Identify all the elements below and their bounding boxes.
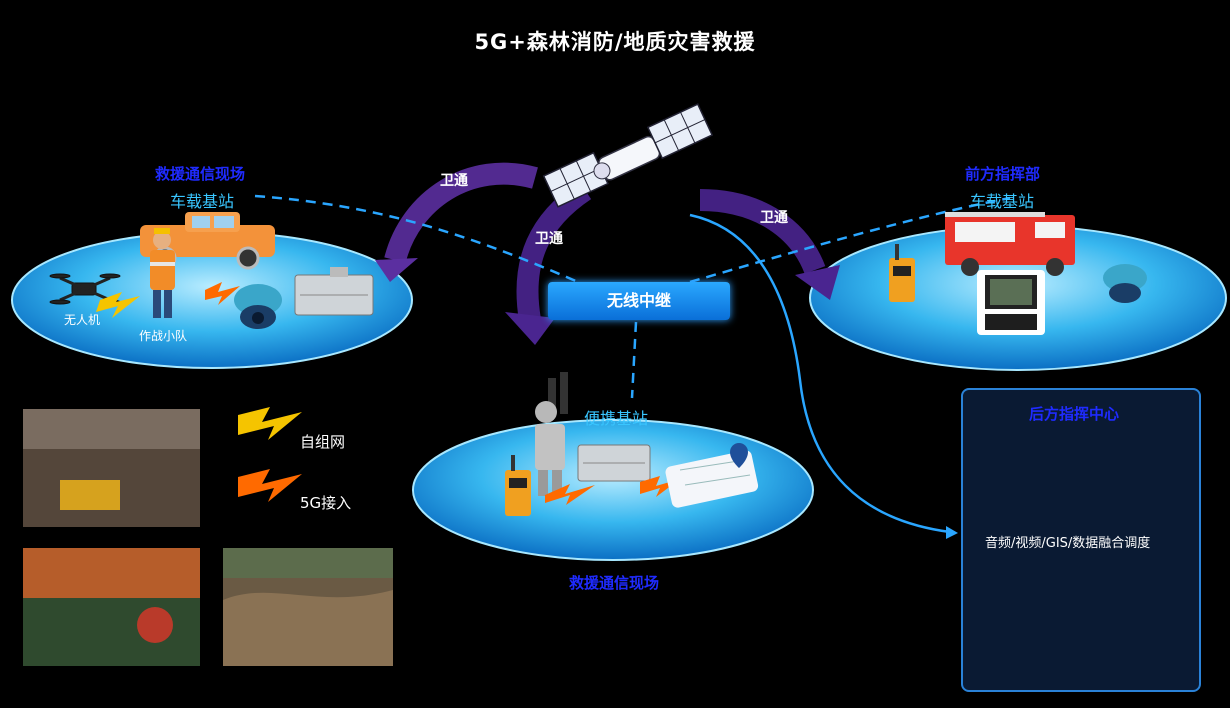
sat-link-right-label: 卫通 bbox=[760, 210, 788, 226]
camera-dome-icon-right bbox=[1103, 264, 1147, 303]
sat-to-hq-line bbox=[689, 213, 951, 534]
walkie-talkie-icon-right bbox=[889, 244, 915, 302]
hq-caption: 音频/视频/GIS/数据融合调度 bbox=[985, 536, 1151, 551]
right-site-subtitle: 车载基站 bbox=[970, 192, 1035, 211]
sat-link-middle-label: 卫通 bbox=[535, 231, 563, 247]
team-label: 作战小队 bbox=[139, 329, 188, 343]
sat-arc-left bbox=[384, 162, 538, 264]
drone-icon bbox=[49, 273, 121, 305]
pickup-truck-icon bbox=[140, 212, 275, 270]
photo-flood bbox=[223, 548, 393, 666]
base-station-box-bottom bbox=[577, 444, 651, 482]
portable-station-label: 便携基站 bbox=[584, 409, 649, 428]
soldier-with-backpack-icon bbox=[535, 372, 568, 496]
lightning-orange-bottom-1 bbox=[545, 484, 595, 505]
page-title: 5G+森林消防/地质灾害救援 bbox=[474, 30, 756, 54]
lightning-yellow-left bbox=[96, 292, 140, 318]
photo-forest-fire bbox=[23, 548, 200, 666]
wireless-relay-node: 无线中继 bbox=[548, 282, 730, 320]
hq-title: 后方指挥中心 bbox=[1029, 405, 1120, 423]
lightning-orange-left bbox=[205, 282, 240, 305]
walkie-talkie-icon-bottom bbox=[505, 455, 531, 516]
photo-tunnel bbox=[23, 409, 200, 527]
left-site-subtitle: 车载基站 bbox=[170, 192, 235, 211]
sat-arc-right bbox=[699, 189, 826, 275]
right-site-title: 前方指挥部 bbox=[965, 165, 1041, 183]
sat-link-left-label: 卫通 bbox=[440, 173, 468, 189]
dash-relay-to-right bbox=[689, 196, 1011, 284]
left-site-title: 救援通信现场 bbox=[155, 165, 246, 183]
legend-5g-access-label: 5G接入 bbox=[300, 494, 352, 512]
bottom-site-title: 救援通信现场 bbox=[569, 574, 660, 592]
hq-panel bbox=[961, 388, 1201, 692]
drone-label: 无人机 bbox=[64, 313, 101, 327]
satellite-icon bbox=[542, 103, 714, 208]
firefighter-icon bbox=[150, 228, 175, 318]
legend-self-network-label: 自组网 bbox=[300, 433, 346, 451]
base-station-box-left bbox=[294, 267, 374, 316]
fire-truck-icon bbox=[945, 212, 1075, 276]
portable-monitor-icon bbox=[977, 270, 1045, 335]
legend-lightning-yellow-icon bbox=[238, 407, 302, 440]
map-pin-icon bbox=[665, 443, 759, 508]
camera-dome-icon-left bbox=[234, 284, 282, 329]
lightning-orange-bottom-2 bbox=[640, 476, 680, 497]
dash-left-to-relay bbox=[254, 194, 579, 284]
dash-relay-to-bottom bbox=[630, 321, 638, 399]
legend-lightning-orange-icon bbox=[238, 469, 302, 502]
